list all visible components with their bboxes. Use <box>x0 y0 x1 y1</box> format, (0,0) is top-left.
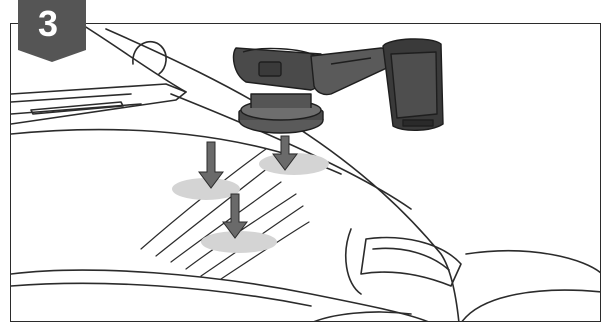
illustration-frame <box>10 23 601 322</box>
step-number: 3 <box>37 3 59 44</box>
press-down-arrow-icon <box>198 135 298 239</box>
step-number-badge: 3 <box>18 0 86 62</box>
cordless-polisher-illustration <box>232 38 444 134</box>
car-hood-illustration <box>11 24 600 321</box>
